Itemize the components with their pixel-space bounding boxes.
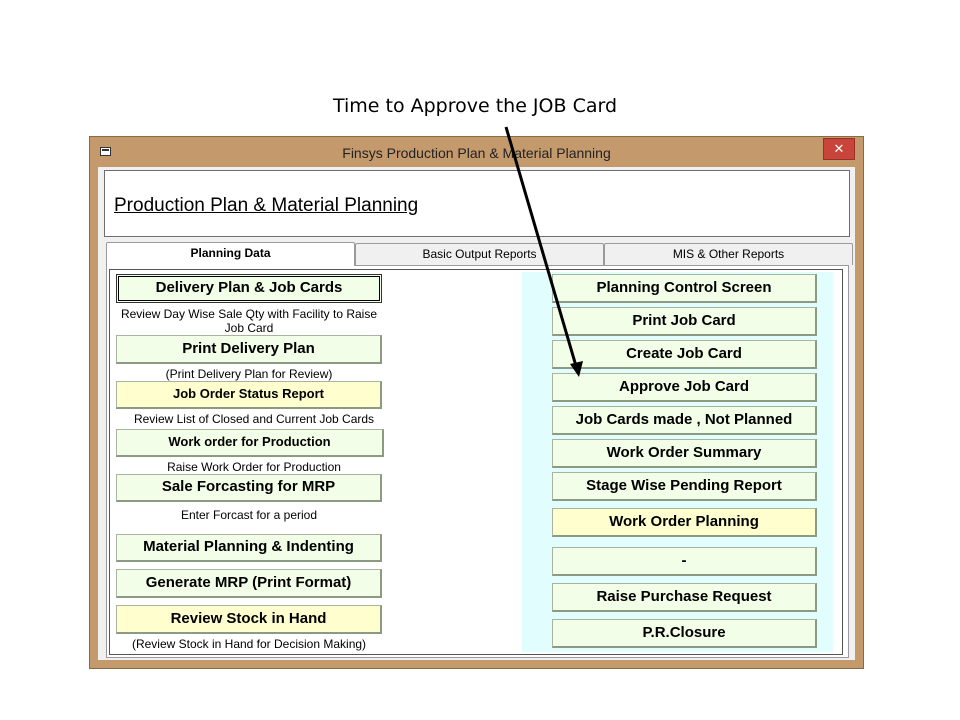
window-icon xyxy=(100,147,111,156)
annotation-caption: Time to Approve the JOB Card xyxy=(332,95,618,117)
tab-panel: Delivery Plan & Job Cards Review Day Wis… xyxy=(106,265,849,658)
client-area: Production Plan & Material Planning Plan… xyxy=(98,167,855,660)
close-button[interactable]: ✕ xyxy=(823,138,855,160)
raise-purchase-request-button[interactable]: Raise Purchase Request xyxy=(552,583,817,612)
window-title: Finsys Production Plan & Material Planni… xyxy=(342,145,611,161)
app-window: Finsys Production Plan & Material Planni… xyxy=(89,136,864,669)
tab-mis-other-reports[interactable]: MIS & Other Reports xyxy=(604,243,853,265)
print-delivery-plan-description: (Print Delivery Plan for Review) xyxy=(165,367,333,381)
work-order-description: Raise Work Order for Production xyxy=(167,460,341,474)
tab-planning-data[interactable]: Planning Data xyxy=(106,242,355,266)
review-stock-description: (Review Stock in Hand for Decision Makin… xyxy=(131,637,367,651)
print-delivery-plan-button[interactable]: Print Delivery Plan xyxy=(116,335,382,364)
print-job-card-button[interactable]: Print Job Card xyxy=(552,307,817,336)
tab-basic-output-reports[interactable]: Basic Output Reports xyxy=(355,243,604,265)
generate-mrp-button[interactable]: Generate MRP (Print Format) xyxy=(116,569,382,598)
work-order-summary-button[interactable]: Work Order Summary xyxy=(552,439,817,468)
approve-job-card-button[interactable]: Approve Job Card xyxy=(552,373,817,402)
delivery-plan-description: Review Day Wise Sale Qty with Facility t… xyxy=(120,307,378,335)
sale-forecasting-button[interactable]: Sale Forcasting for MRP xyxy=(116,474,382,502)
header-panel: Production Plan & Material Planning xyxy=(104,170,850,237)
planning-control-button[interactable]: Planning Control Screen xyxy=(552,274,817,303)
delivery-plan-button[interactable]: Delivery Plan & Job Cards xyxy=(116,274,382,303)
title-bar: Finsys Production Plan & Material Planni… xyxy=(90,137,863,167)
sale-forecasting-description: Enter Forcast for a period xyxy=(180,508,318,522)
page-title: Production Plan & Material Planning xyxy=(114,195,419,216)
material-planning-button[interactable]: Material Planning & Indenting xyxy=(116,534,382,562)
job-order-status-button[interactable]: Job Order Status Report xyxy=(116,381,382,409)
job-cards-not-planned-button[interactable]: Job Cards made , Not Planned xyxy=(552,406,817,435)
work-order-planning-button[interactable]: Work Order Planning xyxy=(552,508,817,537)
planning-data-pane: Delivery Plan & Job Cards Review Day Wis… xyxy=(109,269,843,655)
blank-dash-button[interactable]: - xyxy=(552,547,817,576)
create-job-card-button[interactable]: Create Job Card xyxy=(552,340,817,369)
work-order-button[interactable]: Work order for Production xyxy=(116,429,384,457)
job-order-status-description: Review List of Closed and Current Job Ca… xyxy=(133,412,375,426)
stage-wise-pending-button[interactable]: Stage Wise Pending Report xyxy=(552,472,817,501)
pr-closure-button[interactable]: P.R.Closure xyxy=(552,619,817,648)
review-stock-button[interactable]: Review Stock in Hand xyxy=(116,605,382,634)
